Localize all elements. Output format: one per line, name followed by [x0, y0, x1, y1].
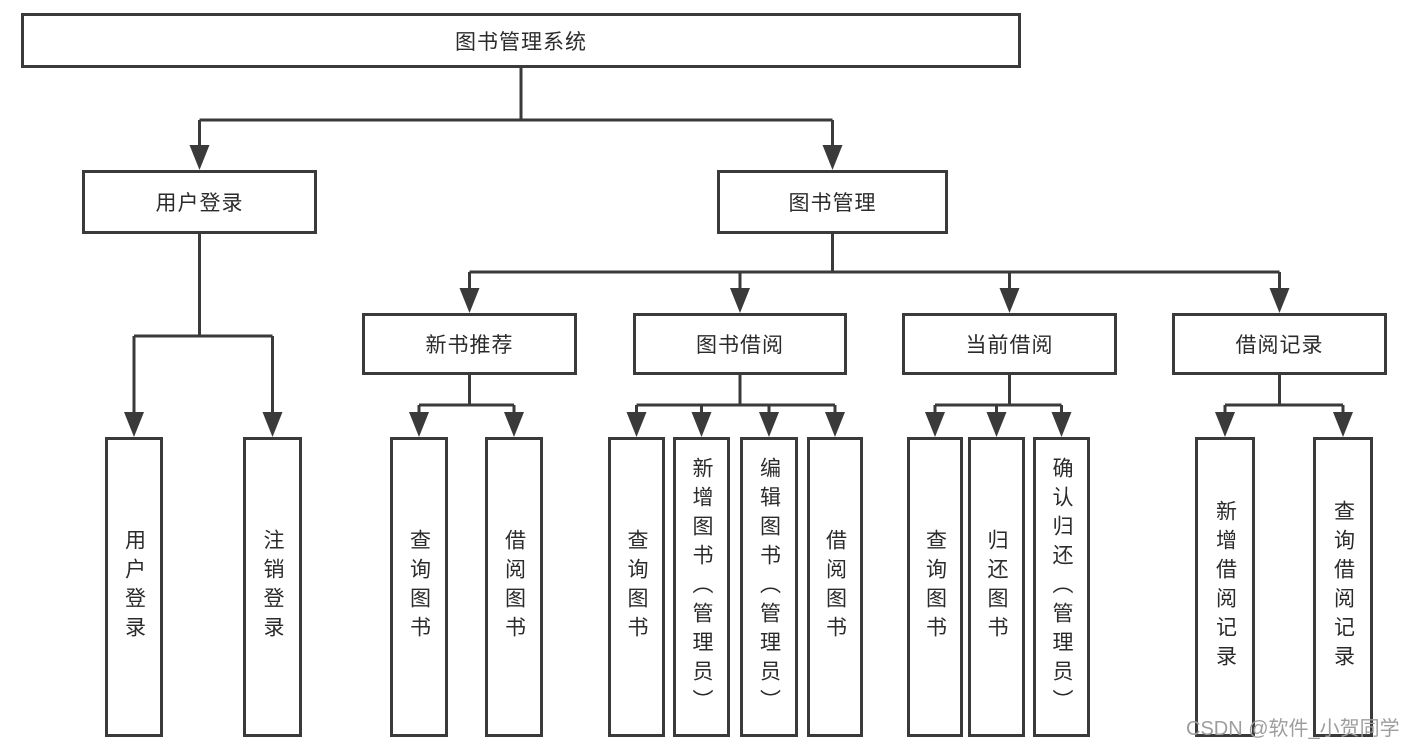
- leaf-borrow-books-label: 借阅图书: [823, 529, 847, 645]
- node-new-book-recommend: 新书推荐: [362, 313, 577, 375]
- node-library-system-label: 图书管理系统: [455, 30, 587, 54]
- node-book-borrow: 图书借阅: [633, 313, 847, 375]
- node-new-book-recommend-label: 新书推荐: [425, 334, 514, 357]
- leaf-confirm-return-admin: 确认归还（管理员）: [1033, 437, 1090, 737]
- node-book-management-label: 图书管理: [788, 192, 877, 215]
- leaf-edit-books-admin-label: 编辑图书（管理员）: [757, 456, 781, 718]
- arrowheads: [124, 145, 1353, 437]
- leaf-borrow-books-recommend: 借阅图书: [485, 437, 543, 737]
- leaf-logout: 注销登录: [243, 437, 302, 737]
- leaf-query-borrow-record: 查询借阅记录: [1313, 437, 1373, 737]
- leaf-query-books-current-label: 查询图书: [923, 529, 947, 645]
- leaf-confirm-return-admin-label: 确认归还（管理员）: [1050, 456, 1073, 718]
- leaf-query-books-recommend: 查询图书: [390, 437, 448, 737]
- leaf-add-borrow-record: 新增借阅记录: [1195, 437, 1255, 737]
- leaf-query-borrow-record-label: 查询借阅记录: [1331, 500, 1355, 674]
- leaf-user-login-label: 用户登录: [122, 529, 146, 645]
- leaf-return-books: 归还图书: [968, 437, 1025, 737]
- leaf-query-books-current: 查询图书: [907, 437, 963, 737]
- leaf-query-books-borrow: 查询图书: [608, 437, 665, 737]
- node-user-login-branch-label: 用户登录: [155, 192, 244, 215]
- leaf-add-books-admin: 新增图书（管理员）: [673, 437, 730, 737]
- node-current-borrow: 当前借阅: [902, 313, 1117, 375]
- leaf-add-books-admin-label: 新增图书（管理员）: [690, 456, 713, 718]
- leaf-add-borrow-record-label: 新增借阅记录: [1213, 500, 1237, 674]
- leaf-borrow-books-recommend-label: 借阅图书: [502, 529, 526, 645]
- node-borrow-records: 借阅记录: [1172, 313, 1387, 375]
- leaf-edit-books-admin: 编辑图书（管理员）: [740, 437, 798, 737]
- leaf-user-login: 用户登录: [105, 437, 163, 737]
- node-current-borrow-label: 当前借阅: [965, 334, 1054, 357]
- node-library-system: 图书管理系统: [21, 13, 1021, 68]
- node-book-borrow-label: 图书借阅: [696, 334, 784, 357]
- leaf-borrow-books: 借阅图书: [807, 437, 863, 737]
- leaf-return-books-label: 归还图书: [985, 529, 1008, 645]
- node-user-login-branch: 用户登录: [82, 170, 317, 234]
- leaf-query-books-recommend-label: 查询图书: [407, 529, 431, 645]
- leaf-logout-label: 注销登录: [261, 529, 284, 645]
- leaf-query-books-borrow-label: 查询图书: [625, 529, 648, 645]
- csdn-watermark: CSDN @软件_小贺同学: [1186, 718, 1400, 740]
- node-borrow-records-label: 借阅记录: [1235, 334, 1324, 357]
- node-book-management: 图书管理: [717, 170, 948, 234]
